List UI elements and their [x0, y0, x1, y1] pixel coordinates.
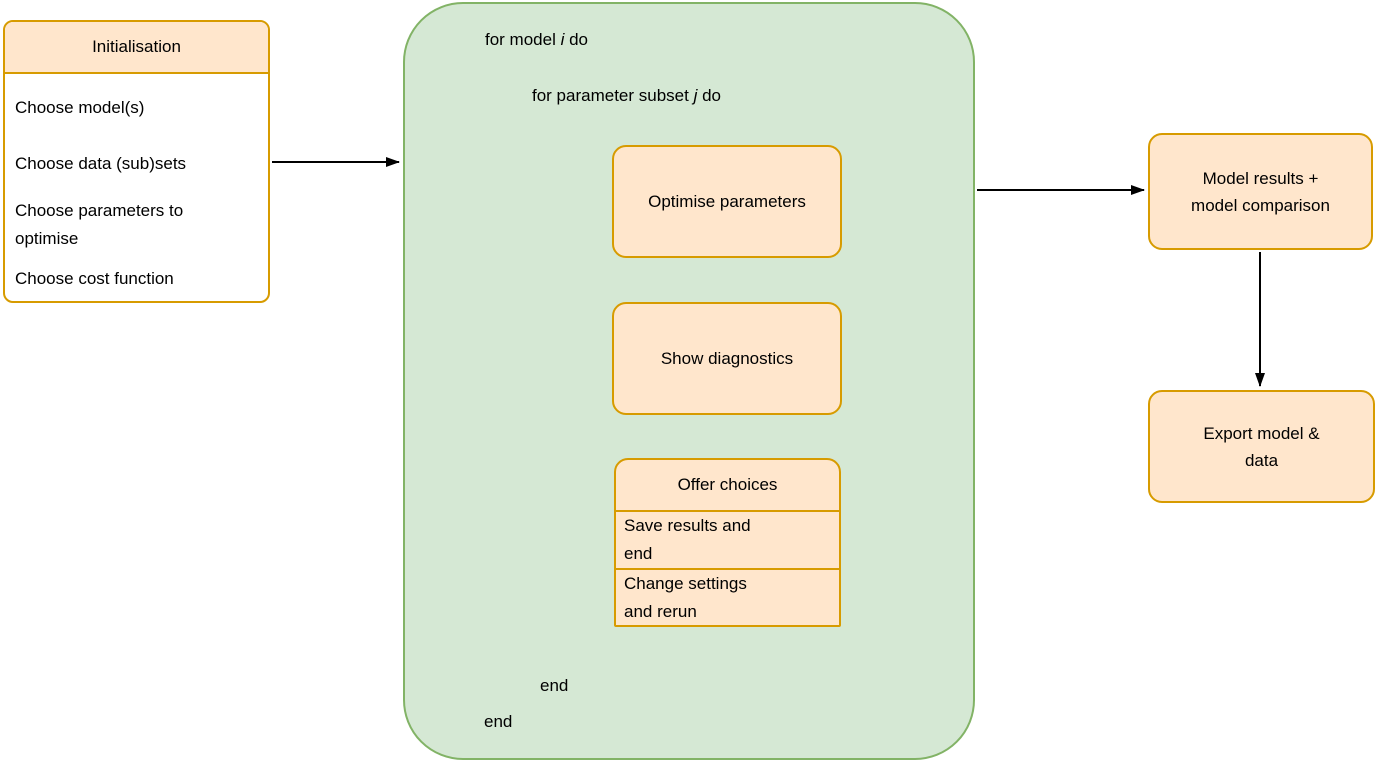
- choice-change-settings: Change settings and rerun: [616, 568, 839, 625]
- outer-loop-suffix: do: [564, 30, 589, 49]
- offer-choices-box: Offer choices Save results and end Chang…: [614, 458, 841, 627]
- outer-loop-variable: i: [560, 30, 565, 49]
- init-item-choose-cost-function: Choose cost function: [15, 269, 174, 288]
- inner-loop-end-label: end: [540, 676, 569, 695]
- initialisation-title: Initialisation: [92, 37, 181, 56]
- init-item-choose-parameters: Choose parameters to optimise: [15, 201, 184, 248]
- outer-loop-label: for model i do: [485, 28, 588, 52]
- choice-save-results: Save results and end: [624, 516, 751, 563]
- init-item-choose-datasets: Choose data (sub)sets: [15, 154, 187, 173]
- offer-choices-title: Offer choices: [677, 475, 778, 494]
- initialisation-body: Choose model(s) Choose data (sub)sets Ch…: [5, 94, 268, 293]
- outer-loop-prefix: for model: [485, 30, 561, 49]
- inner-loop-label: for parameter subset j do: [532, 84, 721, 108]
- initialisation-box: Initialisation Choose model(s) Choose da…: [3, 20, 270, 303]
- export-model-box: Export model & data: [1148, 390, 1375, 503]
- inner-loop-variable: j: [693, 86, 698, 105]
- offer-choices-header: Offer choices: [616, 460, 839, 512]
- show-diagnostics-box: Show diagnostics: [612, 302, 842, 415]
- inner-loop-suffix: do: [697, 86, 721, 105]
- inner-loop-prefix: for parameter subset: [532, 86, 694, 105]
- initialisation-header: Initialisation: [5, 22, 268, 74]
- model-results-box: Model results + model comparison: [1148, 133, 1373, 250]
- optimise-parameters-box: Optimise parameters: [612, 145, 842, 258]
- init-item-choose-models: Choose model(s): [15, 98, 145, 117]
- outer-loop-end-label: end: [484, 712, 513, 731]
